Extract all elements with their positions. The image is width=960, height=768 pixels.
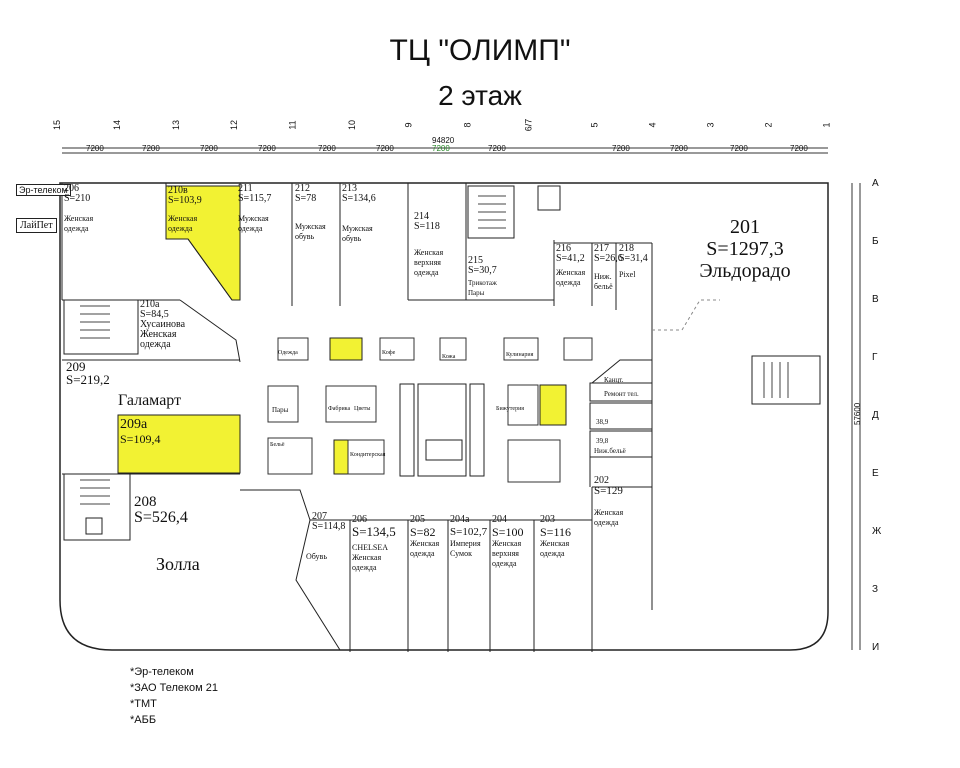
side-dim-label: 57600	[853, 402, 862, 425]
kiosk-label: Кондитерская	[350, 452, 386, 458]
stair-left-1	[63, 299, 139, 355]
stair-right	[751, 355, 821, 405]
kiosk-label: Одежда	[278, 350, 298, 356]
kiosk-yellow-1	[329, 337, 363, 361]
kiosk-label: Кулинария	[506, 352, 534, 358]
small-unit-label: Канцт.	[604, 376, 624, 384]
escalator-center	[417, 383, 467, 477]
kiosk-yellow-2	[539, 384, 567, 426]
kiosk-label: Фабрика	[328, 406, 351, 412]
kiosk-label: Кожа	[442, 354, 456, 360]
small-unit-label: 39,8	[596, 437, 609, 445]
kiosk-label: Бижутерия	[496, 406, 525, 412]
elevator-left	[85, 517, 103, 535]
small-unit-label: 38,9	[596, 418, 609, 426]
footnote: *ТМТ	[130, 698, 157, 710]
stair-top	[467, 185, 515, 239]
building-outline	[59, 182, 829, 651]
kiosk-label: Кофе	[382, 350, 396, 356]
top-dimension: 94820	[62, 136, 828, 154]
kiosks	[267, 337, 593, 483]
right-small-units	[589, 330, 653, 610]
kiosk-label: Бельё	[270, 442, 285, 448]
footnotes: *Эр-телеком *ЗАО Телеком 21 *ТМТ *АББ	[130, 664, 218, 728]
footnote: *АББ	[130, 714, 157, 726]
elevator-top	[537, 185, 561, 211]
footnote: *Эр-телеком	[130, 666, 194, 678]
stair-top-treads	[478, 195, 506, 229]
unit-209a-highlight	[117, 414, 241, 474]
plan-subtitle: 2 этаж	[438, 80, 522, 111]
top-row-walls	[61, 183, 653, 330]
plan-title: ТЦ "ОЛИМП"	[389, 34, 571, 67]
bottom-row-walls	[240, 486, 652, 652]
er-telecom-label: Эр-телеком	[16, 184, 71, 196]
footnote: *ЗАО Телеком 21	[130, 682, 218, 694]
total-dim-label: 94820	[432, 136, 455, 145]
unit-label-large: 201 S=1297,3 Эльдорадо	[699, 216, 791, 282]
kiosk-label: Пары	[272, 406, 289, 414]
laipet-label: ЛайПет	[16, 218, 57, 233]
small-unit-label: Ниж.бельё	[594, 447, 626, 455]
kiosk-label: Цветы	[354, 406, 371, 412]
small-unit-label: Ремонт тел.	[604, 390, 639, 398]
